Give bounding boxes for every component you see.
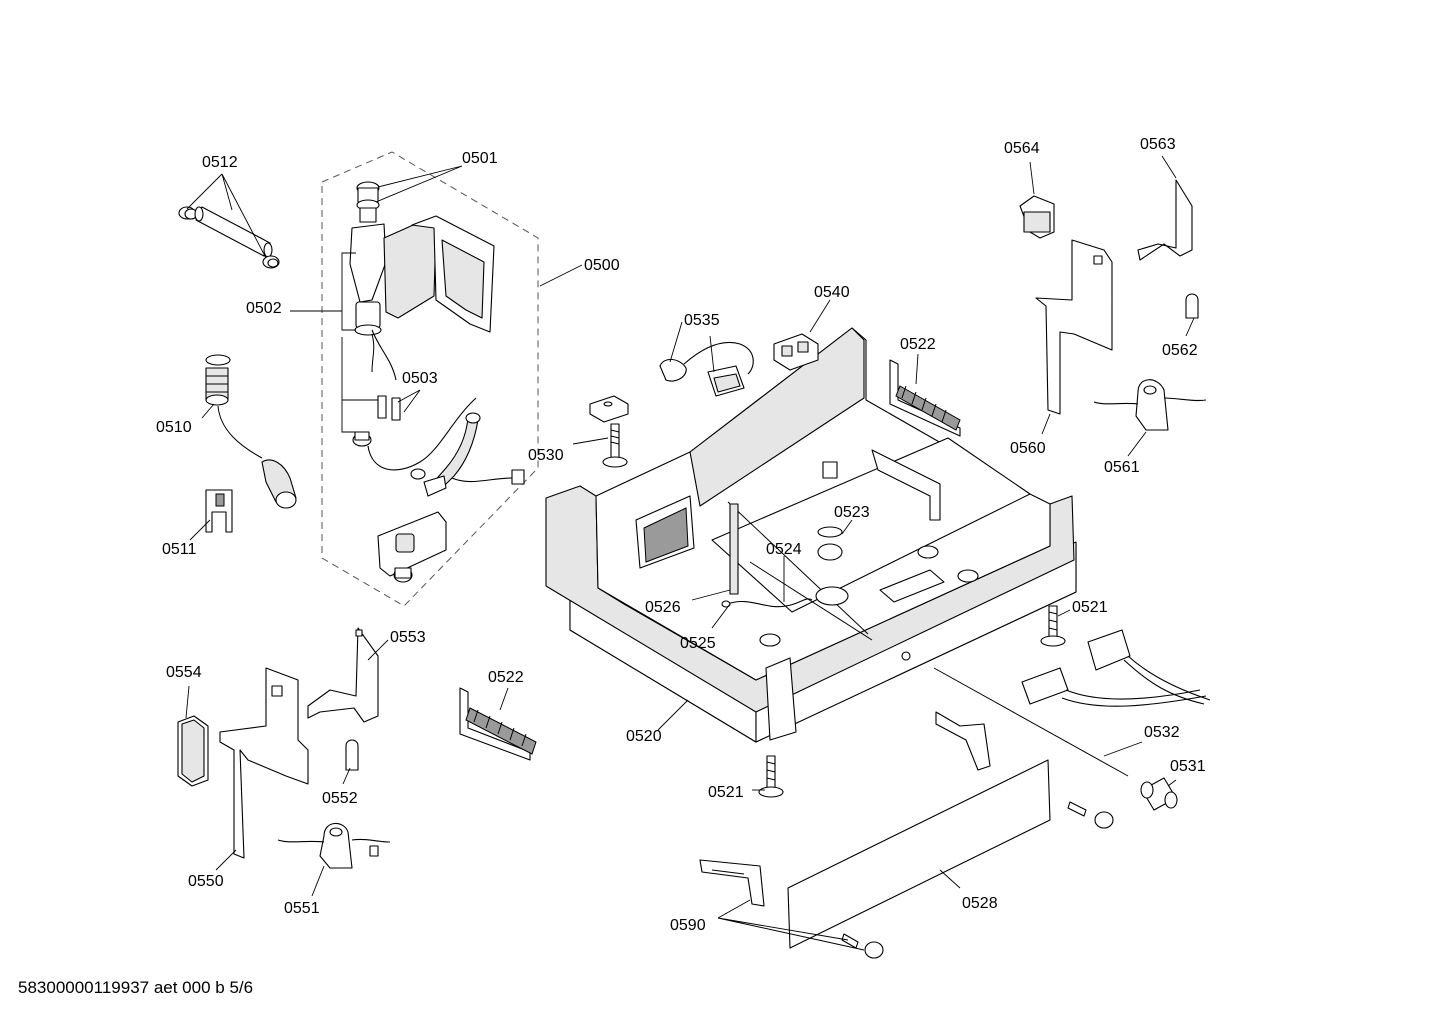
part-labels: 0512 0501 0500 0502 0503 0510 0511 0535 … bbox=[156, 136, 1206, 934]
label-0540: 0540 bbox=[814, 284, 850, 301]
label-0590: 0590 bbox=[670, 917, 706, 934]
label-0532: 0532 bbox=[1144, 724, 1180, 741]
part-0562-clip bbox=[1185, 293, 1199, 319]
label-0561: 0561 bbox=[1104, 459, 1140, 476]
label-0523: 0523 bbox=[834, 504, 870, 521]
part-0561-switch bbox=[1093, 379, 1207, 431]
part-0521-screw-bottom bbox=[758, 755, 784, 798]
part-0510-spring-hose bbox=[205, 354, 297, 509]
label-0560: 0560 bbox=[1010, 440, 1046, 457]
part-0551-switch bbox=[277, 822, 391, 869]
label-0550: 0550 bbox=[188, 873, 224, 890]
part-0554-cover bbox=[177, 715, 209, 787]
label-0500: 0500 bbox=[584, 257, 620, 274]
label-0524: 0524 bbox=[766, 541, 802, 558]
label-0520: 0520 bbox=[626, 728, 662, 745]
label-0526: 0526 bbox=[645, 599, 681, 616]
label-0521-bottom: 0521 bbox=[708, 784, 744, 801]
label-0502: 0502 bbox=[246, 300, 282, 317]
part-0503-connectors bbox=[352, 395, 401, 447]
label-0554: 0554 bbox=[166, 664, 202, 681]
label-0503: 0503 bbox=[402, 370, 438, 387]
part-0535-sensor bbox=[659, 341, 754, 397]
label-0530: 0530 bbox=[528, 447, 564, 464]
part-0531-knob bbox=[1140, 777, 1178, 811]
label-0563: 0563 bbox=[1140, 136, 1176, 153]
part-0500-hose-bracket bbox=[367, 397, 525, 583]
label-0562: 0562 bbox=[1162, 342, 1198, 359]
document-reference-footer: 58300000119937 aet 000 b 5/6 bbox=[18, 978, 254, 997]
part-0550-bracket bbox=[219, 667, 309, 859]
label-0525: 0525 bbox=[680, 635, 716, 652]
leader-lines bbox=[185, 155, 1195, 951]
label-0551: 0551 bbox=[284, 900, 320, 917]
label-0553: 0553 bbox=[390, 629, 426, 646]
label-0511: 0511 bbox=[162, 541, 197, 558]
part-0521-screw-right bbox=[1040, 605, 1066, 647]
label-0522-lower: 0522 bbox=[488, 669, 524, 686]
part-0560-bracket bbox=[1035, 239, 1113, 415]
label-0510: 0510 bbox=[156, 419, 192, 436]
part-0501-0502-valve bbox=[349, 181, 495, 381]
part-0590-bracket-strip bbox=[699, 859, 765, 907]
part-0552-clip bbox=[345, 739, 359, 771]
part-0512-hose-clamps bbox=[178, 206, 280, 269]
part-0530-block-screw bbox=[589, 395, 629, 468]
part-0540-connector bbox=[773, 333, 819, 371]
part-0522-spring-lower bbox=[459, 687, 537, 761]
label-0522-upper: 0522 bbox=[900, 336, 936, 353]
part-0520-base-tub bbox=[545, 327, 1077, 743]
label-0535: 0535 bbox=[684, 312, 720, 329]
label-0552: 0552 bbox=[322, 790, 358, 807]
label-0512: 0512 bbox=[202, 154, 238, 171]
part-0528-front-panel bbox=[787, 711, 1114, 959]
label-0528: 0528 bbox=[962, 895, 998, 912]
part-0564-cover bbox=[1019, 195, 1055, 239]
part-0553-bracket bbox=[307, 627, 379, 723]
part-0532-wiring-harness bbox=[933, 629, 1211, 777]
label-0521-right: 0521 bbox=[1072, 599, 1108, 616]
part-0511-bracket bbox=[205, 489, 233, 533]
assembly-0500-outline bbox=[321, 151, 539, 607]
label-0501: 0501 bbox=[462, 150, 498, 167]
part-0522-spring-upper bbox=[889, 359, 961, 437]
part-0563-bracket bbox=[1137, 179, 1193, 261]
label-0531: 0531 bbox=[1170, 758, 1206, 775]
label-0564: 0564 bbox=[1004, 140, 1040, 157]
